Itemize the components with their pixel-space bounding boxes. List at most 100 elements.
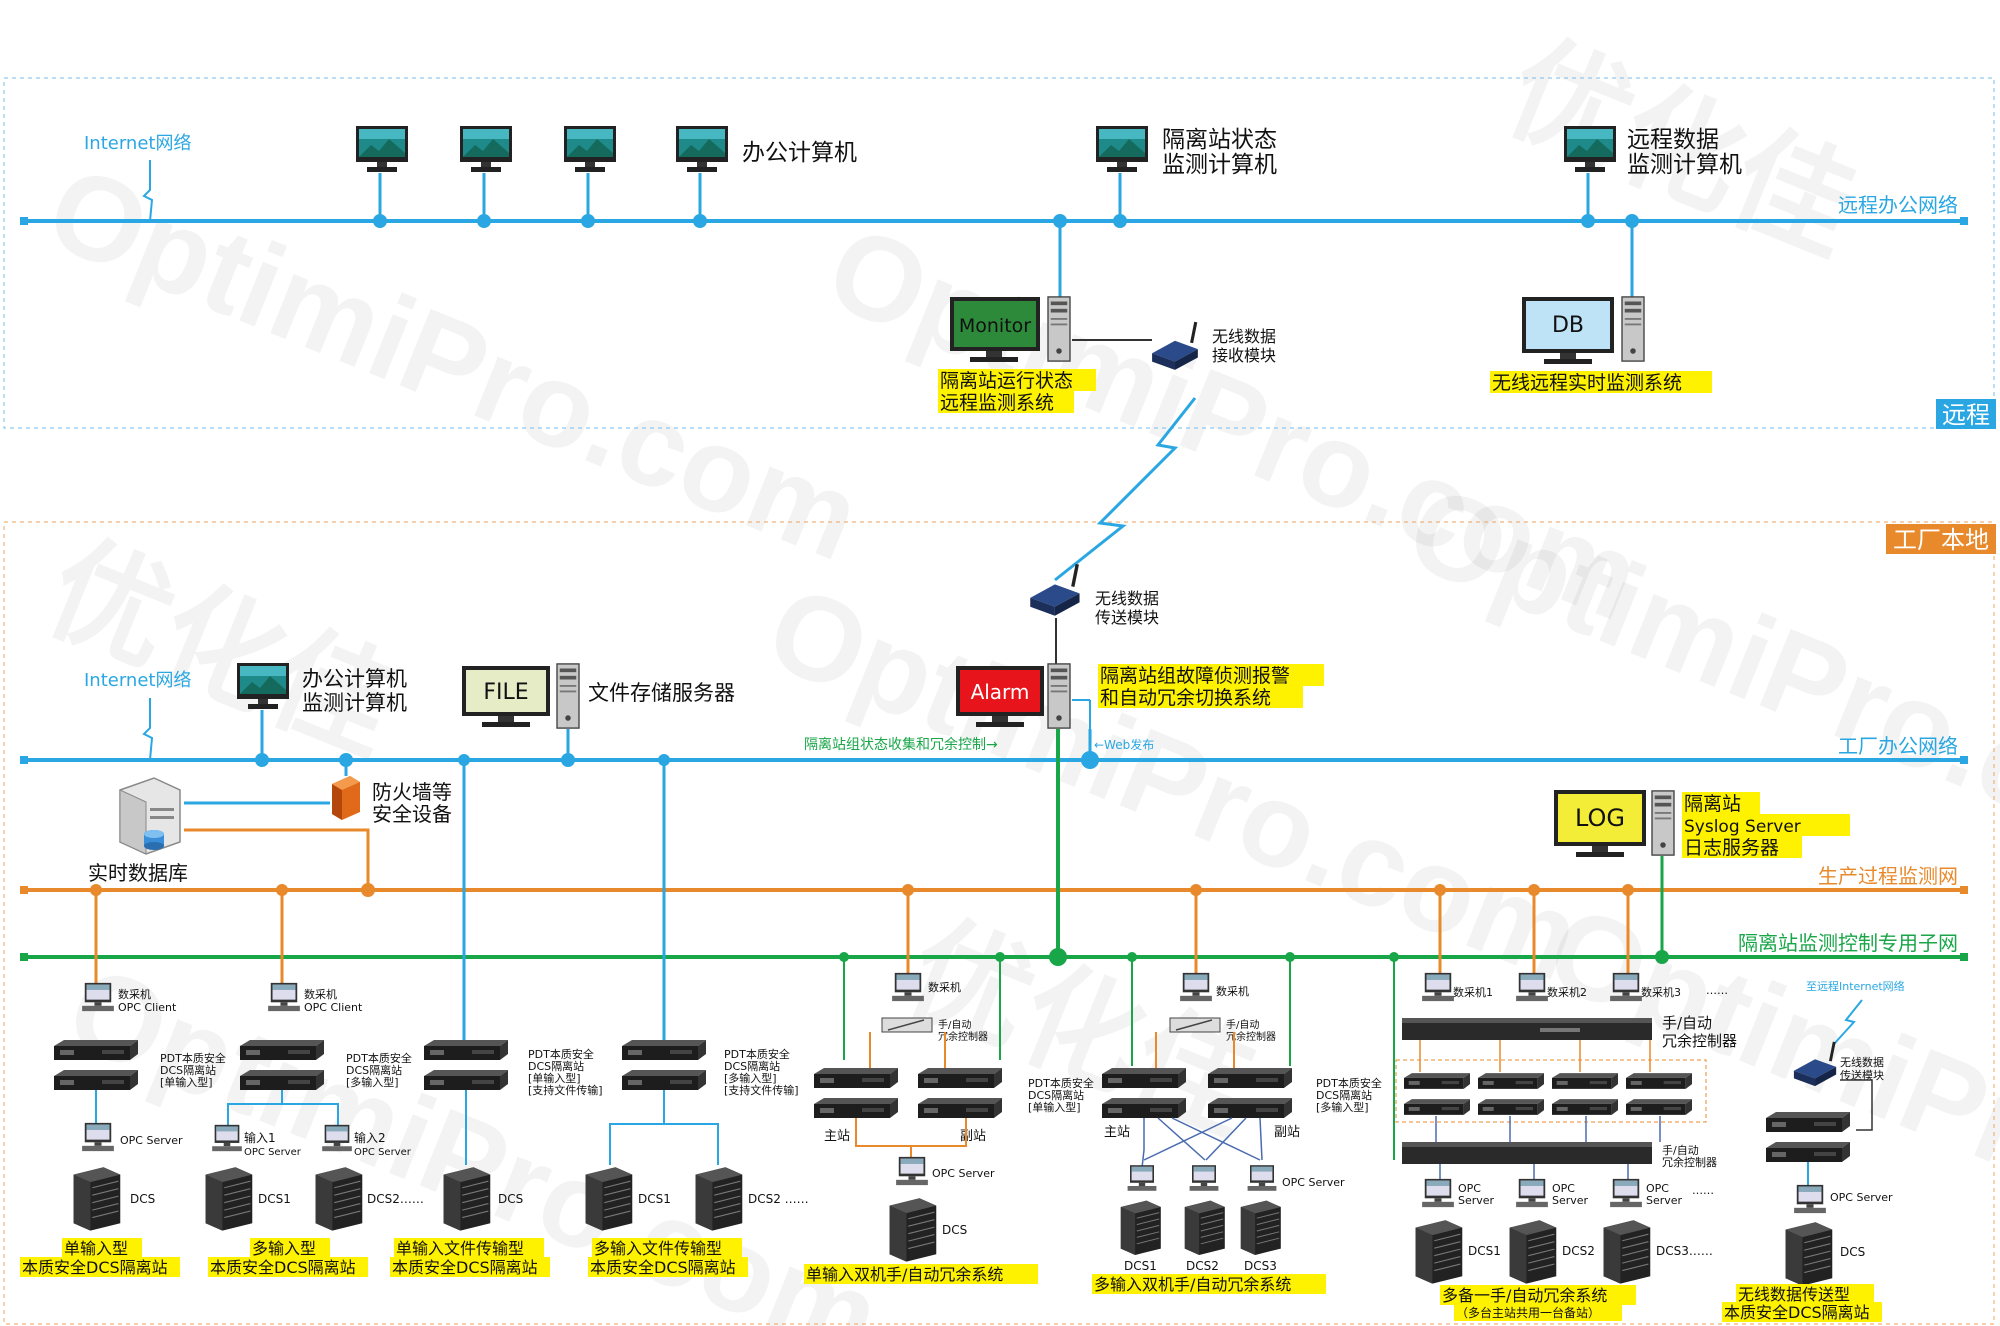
- g6-station-3: [多输入型]: [1316, 1100, 1369, 1114]
- g8-dcs: DCS: [1840, 1245, 1865, 1259]
- process-monitor-network-label: 生产过程监测网: [1818, 864, 1958, 888]
- g6-dcs3: DCS3: [1244, 1259, 1277, 1273]
- g2-in1-1: 输入1: [244, 1130, 276, 1145]
- g1-caption-2: 本质安全DCS隔离站: [22, 1258, 168, 1277]
- g2-client-2: OPC Client: [304, 1001, 363, 1014]
- log-screen-text: LOG: [1575, 804, 1625, 832]
- group-n-plus-one-redundant: 数采机1 数采机2 数采机3 …… 手/自动 冗余控制器 手/自动 冗余控制器: [1389, 884, 1737, 1321]
- realtime-db-icon: [119, 777, 181, 855]
- group-multi-dual-redundant: 数采机 手/自动 冗余控制器 PDT本质安全 DCS隔离站 [多输入型] 主站 …: [1092, 884, 1382, 1294]
- g5-switch-1: 手/自动: [938, 1018, 971, 1031]
- remote-office-network-label: 远程办公网络: [1838, 193, 1958, 217]
- local-internet-label: Internet网络: [84, 670, 191, 691]
- g2-station-1: PDT本质安全: [346, 1051, 412, 1065]
- group-wireless: 至远程Internet网络 无线数据 传送模块 OPC Server DCS 无…: [1722, 979, 1905, 1322]
- g5-switch-2: 冗余控制器: [938, 1030, 988, 1043]
- g1-client-2: OPC Client: [118, 1001, 177, 1014]
- g2-in2-2: OPC Server: [354, 1147, 412, 1158]
- wireless-tx-label-2: 传送模块: [1095, 608, 1159, 627]
- g7-collector-3: 数采机3: [1641, 985, 1681, 999]
- alarm-system-icon: Alarm: [956, 663, 1071, 729]
- g1-station-1: PDT本质安全: [160, 1051, 226, 1065]
- g5-slave: 副站: [960, 1129, 986, 1144]
- remote-zone-label: 远程: [1942, 401, 1990, 429]
- g4-dcs2: DCS2 ……: [748, 1192, 809, 1206]
- wireless-link: [1054, 397, 1197, 582]
- g8-caption-1: 无线数据传送型: [1738, 1285, 1850, 1304]
- g3-caption-2: 本质安全DCS隔离站: [392, 1258, 538, 1277]
- monitor-screen-text: Monitor: [959, 315, 1031, 337]
- g4-station-1: PDT本质安全: [724, 1047, 790, 1061]
- g6-dcs1: DCS1: [1124, 1259, 1157, 1273]
- wireless-tx-label-1: 无线数据: [1095, 589, 1159, 608]
- g7-dcs2: DCS2: [1562, 1244, 1595, 1258]
- g2-dcs1: DCS1: [258, 1192, 291, 1206]
- group-single-input-file: PDT本质安全 DCS隔离站 [单输入型] [支持文件传输] DCS 单输入文件…: [390, 754, 603, 1277]
- g7-caption-1: 多备一手/自动冗余系统: [1442, 1286, 1607, 1305]
- g5-caption: 单输入双机手/自动冗余系统: [806, 1265, 1003, 1284]
- local-internet-link: [142, 698, 154, 761]
- g6-caption: 多输入双机手/自动冗余系统: [1094, 1275, 1291, 1294]
- g7-opc-b2: Server: [1552, 1194, 1589, 1207]
- g2-dcs2: DCS2……: [367, 1192, 424, 1206]
- log-caption-1: 隔离站: [1684, 793, 1741, 815]
- g6-dcs2: DCS2: [1186, 1259, 1219, 1273]
- g8-wireless-2: 传送模块: [1840, 1068, 1884, 1082]
- g3-station-4: [支持文件传输]: [528, 1083, 603, 1097]
- file-server-caption: 文件存储服务器: [588, 681, 735, 705]
- local-office-pc-label-1: 办公计算机: [302, 667, 407, 691]
- factory-office-network-label: 工厂办公网络: [1838, 734, 1958, 758]
- g4-station-3: [多输入型]: [724, 1071, 777, 1085]
- g7-opc-c2: Server: [1646, 1194, 1683, 1207]
- g7-switch-bottom-2: 冗余控制器: [1662, 1155, 1717, 1169]
- local-zone-tag: [1886, 524, 1996, 554]
- group-multi-input: 数采机 OPC Client PDT本质安全 DCS隔离站 [多输入型] 输入1…: [205, 884, 424, 1277]
- log-caption-3: 日志服务器: [1684, 837, 1779, 859]
- g1-opc: OPC Server: [120, 1134, 183, 1147]
- group-single-dual-redundant: 数采机 手/自动 冗余控制器 PDT本质安全 DCS隔离站 [单输入型] 主站 …: [804, 884, 1094, 1284]
- g5-collector: 数采机: [928, 980, 961, 994]
- g4-station-4: [支持文件传输]: [724, 1083, 799, 1097]
- file-server-icon: FILE: [462, 663, 580, 729]
- g7-switch-top-2: 冗余控制器: [1662, 1032, 1737, 1050]
- local-office-pc-label-2: 监测计算机: [302, 691, 407, 715]
- g3-caption-1: 单输入文件传输型: [396, 1239, 524, 1258]
- remote-internet-link: [142, 160, 154, 222]
- g5-opc: OPC Server: [932, 1167, 995, 1180]
- g6-slave: 副站: [1274, 1125, 1300, 1140]
- firewall-label-1: 防火墙等: [372, 780, 452, 804]
- g6-station-1: PDT本质安全: [1316, 1076, 1382, 1090]
- g7-opc-a1: OPC: [1458, 1182, 1481, 1195]
- firewall-icon: [332, 776, 360, 820]
- g7-collector-2: 数采机2: [1547, 985, 1587, 999]
- g4-caption-2: 本质安全DCS隔离站: [590, 1258, 736, 1277]
- g3-dcs: DCS: [498, 1192, 523, 1206]
- watermark-text: OptimiPro.com: [30, 140, 878, 586]
- db-system-icon: DB: [1522, 296, 1645, 364]
- g1-dcs: DCS: [130, 1192, 155, 1206]
- remote-data-pc-label-1: 远程数据: [1627, 127, 1719, 153]
- remote-office-pcs: [356, 126, 728, 228]
- iso-state-pc-label-2: 监测计算机: [1162, 152, 1277, 178]
- g6-collector: 数采机: [1216, 984, 1249, 998]
- g6-switch-1: 手/自动: [1226, 1018, 1259, 1031]
- wireless-rx-label-2: 接收模块: [1212, 346, 1276, 365]
- file-screen-text: FILE: [483, 680, 528, 705]
- g7-dcs3: DCS3……: [1656, 1244, 1713, 1258]
- watermark-text: OptimiPro.com: [750, 560, 1598, 1006]
- g6-master: 主站: [1104, 1125, 1130, 1140]
- g7-switch-bottom-1: 手/自动: [1662, 1143, 1699, 1157]
- remote-zone-tag: [1936, 399, 1996, 429]
- g3-station-2: DCS隔离站: [528, 1059, 584, 1073]
- g4-caption-1: 多输入文件传输型: [594, 1239, 722, 1258]
- monitor-caption-2: 远程监测系统: [940, 392, 1054, 414]
- log-server-icon: LOG: [1554, 790, 1675, 857]
- g1-station-3: [单输入型]: [160, 1075, 213, 1089]
- log-caption-2: Syslog Server: [1684, 817, 1801, 837]
- g3-station-1: PDT本质安全: [528, 1047, 594, 1061]
- g4-station-2: DCS隔离站: [724, 1059, 780, 1073]
- g8-to-internet: 至远程Internet网络: [1806, 979, 1905, 993]
- g8-wireless-1: 无线数据: [1840, 1055, 1884, 1069]
- remote-zone-border: [3, 77, 1995, 429]
